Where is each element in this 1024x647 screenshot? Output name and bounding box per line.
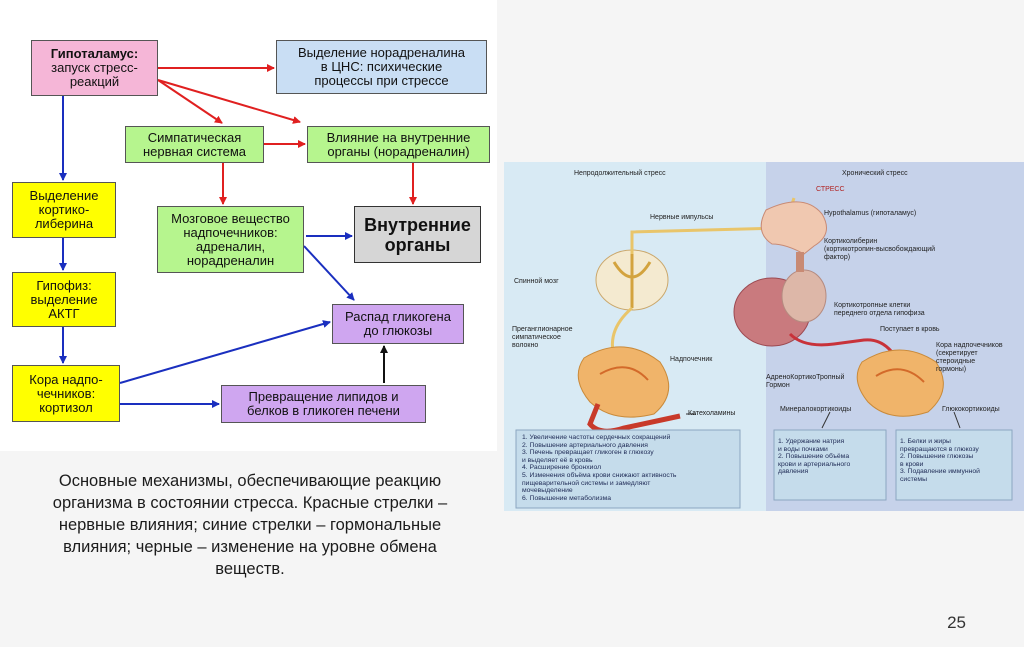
label-preganglionic: Преганглионарное симпатическое волокно (512, 326, 573, 349)
mineral-effects-box (773, 429, 887, 501)
caption-text: Основные механизмы, обеспечивающие реакц… (52, 472, 448, 578)
lipids-box: Превращение липидов и белков в гликоген … (221, 385, 426, 423)
short-effects-box (515, 429, 741, 509)
label-corticoliberin: Кортиколиберин (кортикотропин-высвобожда… (824, 238, 936, 261)
header-short-stress: Непродолжительный стресс (574, 170, 666, 177)
hypothalamus-title: Гипоталамус: (50, 46, 139, 61)
label-glucocorticoids: Глюкокортикоиды (942, 406, 1000, 413)
internal-organs-box: Внутренние органы (354, 206, 481, 263)
internal-influence-box: Влияние на внутренние органы (норадренал… (307, 126, 490, 163)
illustration-graphics (504, 162, 1024, 511)
label-adrenal-gland: Надпочечник (670, 356, 713, 363)
arrow-hypo-to-internal (157, 79, 301, 124)
adrenal-medulla-box: Мозговое вещество надпочечников: адренал… (157, 206, 304, 273)
label-corticotropic-cells: Кортикотропные клетки переднего отдела г… (834, 302, 925, 317)
label-mineralocorticoids: Минералокортикоиды (780, 406, 852, 413)
arrow-medulla-to-glycogen (303, 245, 355, 301)
page-number: 25 (947, 613, 966, 632)
stress-illustration: Непродолжительный стресс Хронический стр… (504, 162, 1024, 511)
label-hypothalamus: Hypothalamus (гипоталамус) (824, 210, 917, 217)
label-adrenal-cortex: Кора надпочечников (секретирует стероидн… (936, 342, 1003, 373)
label-stress: СТРЕСС (816, 186, 845, 193)
label-catecholamines: Катехоламины (688, 410, 736, 417)
pituitary-box: Гипофиз: выделение АКТГ (12, 272, 116, 327)
gluco-effects-list: 1. Белки и жиры превращаются в глюкозу 2… (900, 438, 980, 483)
corticoliberin-box: Выделение кортико- либерина (12, 182, 116, 238)
gluco-effects-box (895, 429, 1013, 501)
acth-vessel (788, 332, 898, 359)
arrows-layer (59, 64, 417, 408)
arrow-cortex-to-glycogen (119, 320, 331, 384)
header-chronic-stress: Хронический стресс (842, 170, 908, 177)
sympathetic-box: Симпатическая нервная система (125, 126, 264, 163)
adrenal-gland-right (856, 349, 944, 417)
glycogen-breakdown-box: Распад гликогена до глюкозы (332, 304, 464, 344)
hypothalamus-box: Гипоталамус: запуск стресс- реакций (31, 40, 158, 96)
label-nerve-impulses: Нервные импульсы (650, 214, 714, 221)
adrenal-gland-left (577, 346, 670, 418)
arrow-hypo-to-sympathetic (157, 79, 223, 124)
adrenal-cortex-box: Кора надпо- чечников: кортизол (12, 365, 120, 422)
label-acth: АдреноКортикоТропный Гормон (766, 374, 845, 389)
label-into-blood: Поступает в кровь (880, 326, 940, 333)
mineral-effects-list: 1. Удержание натрия и воды почками 2. По… (778, 438, 851, 476)
hypothalamus-text: запуск стресс- реакций (51, 60, 138, 89)
pituitary-posterior (781, 269, 827, 323)
short-effects-list: 1. Увеличение частоты сердечных сокращен… (522, 434, 677, 502)
brain-shape (760, 201, 827, 255)
noradrenaline-cns-box: Выделение норадреналина в ЦНС: психическ… (276, 40, 487, 94)
label-spinal-cord: Спинной мозг (514, 278, 559, 285)
